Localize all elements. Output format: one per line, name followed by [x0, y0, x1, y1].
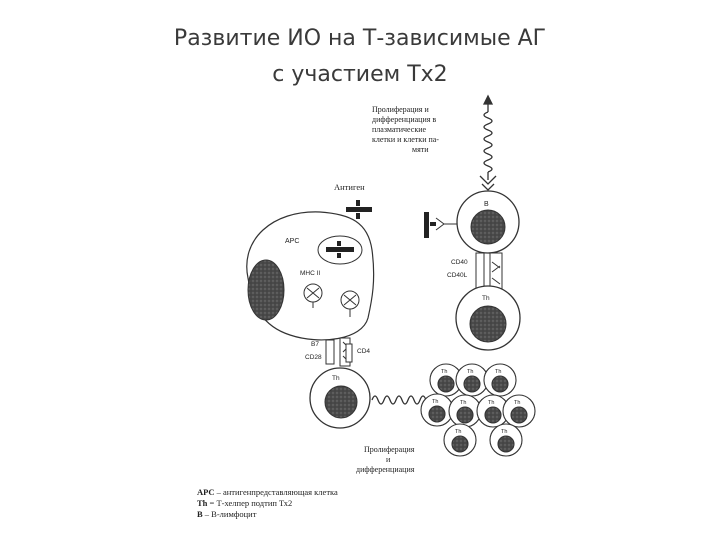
- cd28-label: CD28: [305, 354, 322, 361]
- top-caption: Пролиферация и дифференциация в плазмати…: [372, 105, 439, 154]
- svg-text:Th: Th: [488, 400, 494, 406]
- legend-abbr: APC: [197, 487, 215, 497]
- slide-title-line-1: Развитие ИО на Т-зависимые АГ: [173, 26, 547, 51]
- th-label: Th: [332, 375, 340, 382]
- antibody-secretion: [479, 94, 497, 191]
- legend-abbr: B: [197, 509, 203, 519]
- antigen-label: Антиген: [334, 182, 365, 192]
- th-label: Th: [482, 295, 490, 302]
- svg-text:Th: Th: [441, 369, 447, 375]
- th-clone: Th: [448, 394, 482, 428]
- svg-text:Th: Th: [501, 429, 507, 435]
- svg-text:Th: Th: [455, 429, 461, 435]
- apc-th-synapse: [325, 337, 353, 367]
- apc-nucleus: [247, 259, 285, 321]
- legend-row-apc: APC – антигенпредставляющая клетка: [197, 487, 338, 498]
- th-clone: Th: [455, 363, 489, 397]
- bottom-caption: Пролиферация и дифференциация: [356, 445, 415, 474]
- antigen-b-bound: [424, 212, 460, 238]
- svg-text:Th: Th: [514, 400, 520, 406]
- cytokine-signal: [371, 395, 436, 405]
- th-clone: Th: [443, 423, 477, 457]
- cd40-label: CD40: [451, 259, 468, 266]
- th-clone: Th: [476, 394, 510, 428]
- top-caption-line: клетки и клетки па-: [372, 135, 439, 144]
- cd4-label: CD4: [357, 348, 370, 355]
- th-clone: Th: [429, 363, 463, 397]
- legend-text: – В-лимфоцит: [202, 509, 257, 519]
- svg-text:Th: Th: [467, 369, 473, 375]
- top-caption-line: мяти: [412, 145, 429, 154]
- legend-row-th: Th = Т-хелпер подтип Тх2: [197, 498, 338, 509]
- b-th-synapse: [475, 252, 503, 290]
- b-cell: B: [456, 190, 520, 254]
- legend-text: = Т-хелпер подтип Тх2: [207, 498, 293, 508]
- svg-text:Th: Th: [432, 399, 438, 405]
- th-clone: Th: [502, 394, 536, 428]
- th-proliferation-cluster: Th Th Th Th Th Th Th Th Th: [420, 363, 536, 457]
- bottom-caption-line: Пролиферация: [364, 445, 415, 454]
- top-caption-line: Пролиферация и: [372, 105, 429, 114]
- top-caption-line: дифференциация в: [372, 115, 436, 124]
- b-label: B: [484, 201, 489, 208]
- legend: APC – антигенпредставляющая клетка Th = …: [197, 487, 338, 520]
- svg-text:Th: Th: [495, 369, 501, 375]
- legend-text: – антигенпредставляющая клетка: [214, 487, 338, 497]
- legend-abbr: Th: [197, 498, 208, 508]
- slide-title-line-2: с участием Тх2: [272, 62, 448, 87]
- top-caption-line: плазматические: [372, 125, 426, 134]
- th-clone: Th: [489, 423, 523, 457]
- legend-row-b: B – В-лимфоцит: [197, 509, 338, 520]
- antigen-free: [346, 200, 372, 219]
- th-clone: Th: [483, 363, 517, 397]
- bottom-caption-line: дифференциация: [356, 465, 415, 474]
- th-cell-helper: Th: [455, 285, 521, 351]
- b7-label: B7: [311, 341, 319, 348]
- apc-cell: APC MHC II: [246, 211, 375, 341]
- apc-label: APC: [285, 238, 299, 245]
- th-cell-main: Th: [309, 367, 371, 429]
- mhc-label: MHC II: [300, 270, 320, 277]
- svg-text:Th: Th: [460, 400, 466, 406]
- bottom-caption-line: и: [386, 455, 391, 464]
- cd40l-label: CD40L: [447, 272, 468, 279]
- th-clone: Th: [420, 393, 454, 427]
